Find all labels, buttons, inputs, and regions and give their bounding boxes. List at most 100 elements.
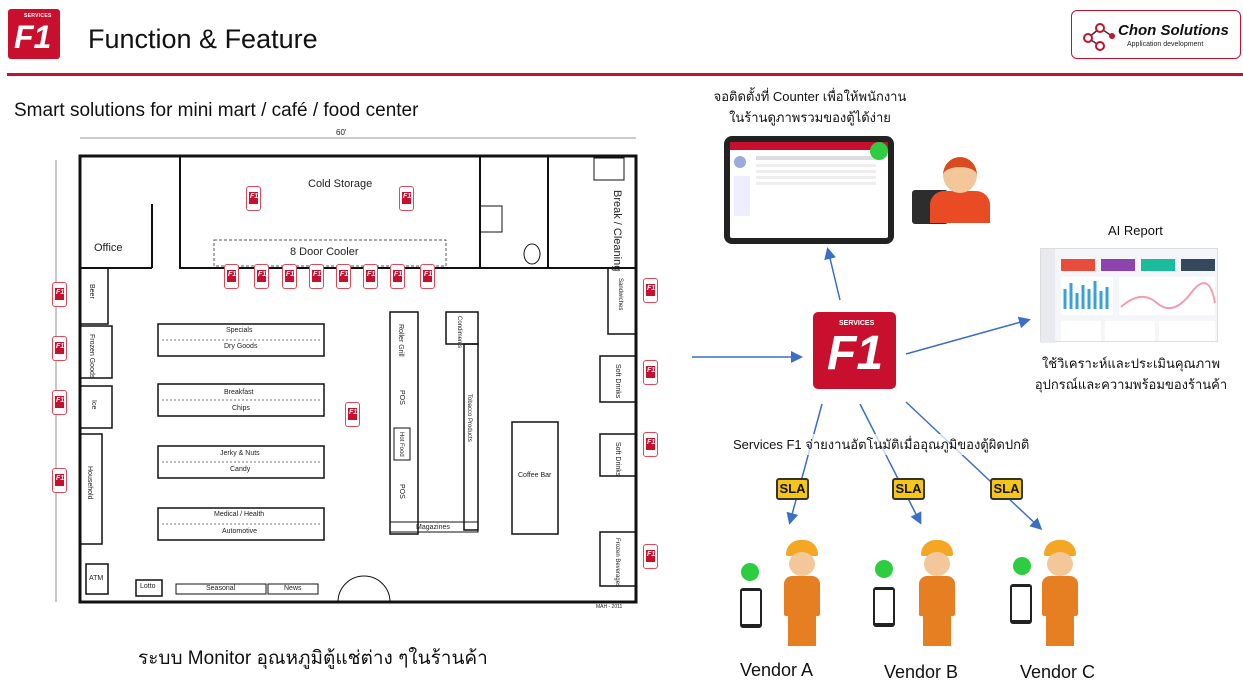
area-seasonal: Seasonal xyxy=(206,585,236,592)
f1-sensor-icon xyxy=(643,360,658,385)
ai-report-note: ใช้วิเคราะห์และประเมินคุณภาพ อุปกรณ์และค… xyxy=(1022,353,1240,395)
area-condiments: Condiments xyxy=(456,316,462,349)
area-chips: Chips xyxy=(232,405,250,412)
area-magazines: Magazines xyxy=(416,524,450,531)
f1-sensor-icon xyxy=(224,264,239,289)
chon-solutions-logo: Chon Solutions Application development xyxy=(1071,10,1241,59)
f1-sensor-icon xyxy=(643,432,658,457)
alert-bell-icon xyxy=(741,563,759,581)
area-frozen-goods: Frozen Goods xyxy=(88,334,95,379)
area-sandwiches: Sandwiches xyxy=(617,278,623,311)
area-8-door-cooler: 8 Door Cooler xyxy=(290,246,359,258)
area-specials: Specials xyxy=(226,327,253,334)
dispatch-text: Services F1 จ่ายงานอัตโนมัติเมื่ออุณภูมิ… xyxy=(733,434,1030,455)
floor-plan: 60' Cold Storage 8 Door Cooler Office Br… xyxy=(48,124,658,624)
logo-f1-text: F1 xyxy=(14,19,52,55)
ai-report-title: AI Report xyxy=(1108,223,1163,238)
sla-badge-c: SLA xyxy=(990,478,1023,500)
center-f1-text: F1 xyxy=(827,327,884,380)
area-break-cleaning: Break / Cleaning xyxy=(611,190,623,272)
area-beer: Beer xyxy=(88,284,95,299)
subtitle: Smart solutions for mini mart / café / f… xyxy=(14,100,419,121)
dashboard-preview xyxy=(730,142,888,216)
header-divider xyxy=(7,73,1243,76)
area-atm: ATM xyxy=(89,575,104,582)
ai-report-line-2: อุปกรณ์และความพร้อมของร้านค้า xyxy=(1034,377,1228,392)
area-breakfast: Breakfast xyxy=(224,389,254,396)
floor-plan-walls xyxy=(55,137,638,604)
area-medical-health: Medical / Health xyxy=(214,511,265,518)
f1-sensor-icon xyxy=(643,278,658,303)
area-frozen-beverages: Frozen Beverages xyxy=(614,538,620,588)
area-automotive: Automotive xyxy=(222,528,258,535)
f1-sensor-icon xyxy=(309,264,324,289)
area-tobacco: Tobacco Products xyxy=(466,394,472,442)
sla-badge-b: SLA xyxy=(892,478,925,500)
counter-note-line-1: จอติดตั้งที่ Counter เพื่อให้พนักงาน xyxy=(713,89,907,104)
center-services-text: SERVICES xyxy=(839,320,875,327)
f1-sensor-icon xyxy=(420,264,435,289)
vendor-c-worker-icon xyxy=(1030,540,1090,650)
area-soft-drinks-1: Soft Drinks xyxy=(614,364,621,399)
f1-sensor-icon xyxy=(336,264,351,289)
tablet-screen xyxy=(730,142,888,238)
ai-report-line-1: ใช้วิเคราะห์และประเมินคุณภาพ xyxy=(1041,356,1221,371)
vendor-a-worker-icon xyxy=(772,540,832,650)
counter-note: จอติดตั้งที่ Counter เพื่อให้พนักงาน ในร… xyxy=(690,86,930,128)
alert-bell-icon xyxy=(875,560,893,578)
vendor-a-label: Vendor A xyxy=(740,660,814,680)
f1-center-logo: SERVICES F1 xyxy=(813,312,896,389)
ai-report-dashboard xyxy=(1040,248,1218,343)
area-ice: Ice xyxy=(90,400,97,410)
area-soft-drinks-2: Soft Drinks xyxy=(614,442,621,477)
sla-badge-a: SLA xyxy=(776,478,809,500)
area-office: Office xyxy=(94,242,123,254)
counter-note-line-2: ในร้านดูภาพรวมของตู้ได้ง่าย xyxy=(729,110,891,125)
area-candy: Candy xyxy=(230,466,251,473)
f1-sensor-icon xyxy=(282,264,297,289)
f1-sensor-icon xyxy=(643,544,658,569)
cashier-icon xyxy=(943,157,977,193)
area-lotto: Lotto xyxy=(140,583,156,590)
f1-sensor-icon xyxy=(52,468,67,493)
area-jerky-nuts: Jerky & Nuts xyxy=(220,450,260,457)
phone-icon xyxy=(1010,584,1032,624)
area-cold-storage: Cold Storage xyxy=(308,178,373,190)
f1-sensor-icon xyxy=(390,264,405,289)
counter-tablet xyxy=(724,136,894,244)
f1-sensor-icon xyxy=(246,186,261,211)
phone-icon xyxy=(873,587,895,627)
dashboard-chart-icon xyxy=(1041,249,1216,343)
f1-sensor-icon xyxy=(345,402,360,427)
vendor-c-label: Vendor C xyxy=(1020,662,1096,682)
f1-sensor-icon xyxy=(52,336,67,361)
f1-sensor-icon xyxy=(254,264,269,289)
area-hot-food: Hot Food xyxy=(398,432,404,457)
bell-icon xyxy=(870,142,888,160)
page-title: Function & Feature xyxy=(88,24,318,54)
f1-sensor-icon xyxy=(52,282,67,307)
cashier-body xyxy=(930,191,990,223)
f1-sensor-icon xyxy=(363,264,378,289)
area-dry-goods: Dry Goods xyxy=(224,343,258,350)
area-roller-grill: Roller Grill xyxy=(397,324,404,357)
f1-sensor-icon xyxy=(52,390,67,415)
brand-name: Chon Solutions xyxy=(1118,22,1229,39)
monitor-caption: ระบบ Monitor อุณหภูมิตู้แช่ต่าง ๆในร้านค… xyxy=(138,648,488,669)
area-household: Household xyxy=(86,466,93,500)
dimension-label: 60' xyxy=(336,128,347,137)
phone-icon xyxy=(740,588,762,628)
brand-tagline: Application development xyxy=(1127,41,1204,48)
plan-credit: MAH - 2011 xyxy=(596,604,623,610)
area-coffee-bar: Coffee Bar xyxy=(518,472,552,479)
area-pos-1: POS xyxy=(398,390,405,405)
network-icon xyxy=(1083,23,1115,51)
f1-sensor-icon xyxy=(399,186,414,211)
area-news: News xyxy=(284,585,302,592)
logo-services-text: SERVICES xyxy=(24,13,52,19)
area-pos-2: POS xyxy=(398,484,405,499)
vendor-b-worker-icon xyxy=(907,540,967,650)
vendor-b-label: Vendor B xyxy=(884,662,959,682)
f1-logo: SERVICES F1 xyxy=(8,9,60,59)
alert-bell-icon xyxy=(1013,557,1031,575)
